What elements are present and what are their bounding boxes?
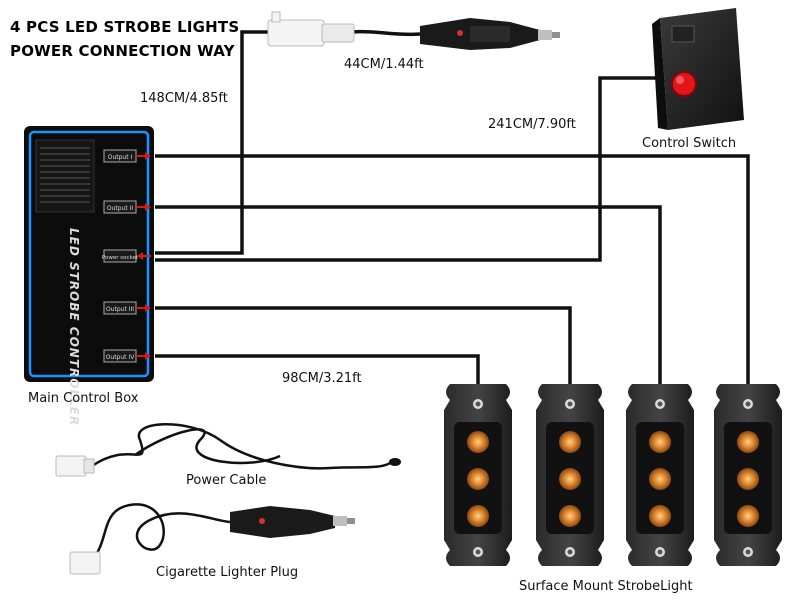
strobe-light-3 [626, 384, 694, 566]
svg-text:Output II: Output II [107, 205, 134, 212]
control-box-brand: LED STROBE CONTROLLER [67, 228, 81, 426]
label-cigarette-plug: Cigarette Lighter Plug [156, 565, 299, 580]
control-switch [652, 8, 744, 130]
measurement-light: 98CM/3.21ft [282, 371, 362, 386]
measurement-power: 148CM/4.85ft [140, 91, 228, 106]
port-output-3: Output III [103, 301, 151, 315]
label-power-cable: Power Cable [186, 473, 267, 488]
wire-output-2 [155, 205, 662, 392]
svg-text:Output III: Output III [106, 306, 134, 313]
title-line-1: 4 PCS LED STROBE LIGHTS [10, 18, 240, 36]
wire-output-3 [155, 306, 572, 392]
cigarette-plug-top [420, 18, 560, 50]
wire-switch [155, 76, 656, 262]
port-output-1: Output I [103, 149, 151, 163]
strobe-light-4 [714, 384, 782, 566]
label-main-control-box: Main Control Box [28, 391, 139, 406]
power-cable-accessory [55, 423, 401, 477]
title-line-2: POWER CONNECTION WAY [10, 42, 235, 60]
svg-text:Output I: Output I [108, 154, 133, 161]
svg-text:Power socket: Power socket [102, 255, 139, 261]
wire-power-to-connector [155, 30, 268, 255]
port-output-2: Output II [103, 200, 151, 214]
main-control-box: LED STROBE CONTROLLER Output I Output II… [24, 126, 154, 426]
switch-button-icon [671, 71, 697, 97]
measurement-plug: 44CM/1.44ft [344, 57, 424, 72]
strobe-light-2 [536, 384, 604, 566]
wire-plug-cable [351, 29, 421, 37]
label-strobe-light: Surface Mount StrobeLight [519, 579, 693, 594]
port-power-socket: Power socket [102, 249, 151, 263]
port-output-4: Output IV [103, 349, 151, 363]
wires [155, 29, 750, 392]
cigarette-plug-accessory [69, 503, 355, 575]
wire-output-1 [155, 154, 750, 392]
wire-output-4 [155, 354, 480, 392]
power-connector [267, 11, 355, 47]
strobe-light-1 [444, 384, 512, 566]
label-control-switch: Control Switch [642, 136, 737, 151]
measurement-switch: 241CM/7.90ft [488, 117, 576, 132]
svg-text:Output IV: Output IV [106, 354, 136, 361]
